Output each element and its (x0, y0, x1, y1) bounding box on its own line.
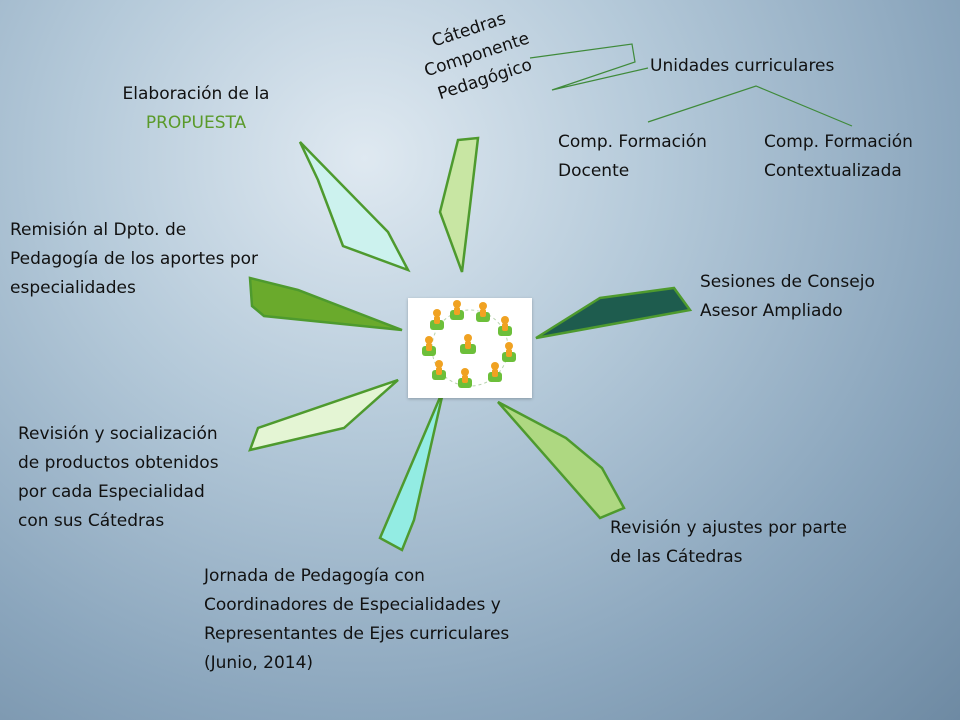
node-elaboracion-line-1: Elaboración de la (122, 84, 270, 104)
ray-elaboracion (298, 141, 411, 273)
node-revision-socializacion-line-2: de productos obtenidos (18, 453, 219, 473)
node-unidades: Unidades curriculares (650, 56, 835, 76)
node-revision-ajustes: Revisión y ajustes por parte de las Cáte… (610, 514, 847, 572)
node-jornada-line-4: (Junio, 2014) (204, 653, 314, 673)
node-remision-line-1: Remisión al Dpto. de (10, 220, 187, 240)
node-formacion-docente-line-2: Docente (558, 161, 630, 181)
node-sesiones: Sesiones de Consejo Asesor Ampliado (700, 268, 875, 326)
ray-remision (248, 276, 403, 332)
node-sesiones-line-2: Asesor Ampliado (700, 301, 843, 321)
node-formacion-contextualizada-line-1: Comp. Formación (764, 132, 913, 152)
node-remision: Remisión al Dpto. de Pedagogía de los ap… (10, 216, 258, 303)
node-revision-ajustes-line-2: de las Cátedras (610, 547, 743, 567)
node-revision-socializacion-line-4: con sus Cátedras (18, 511, 165, 531)
connector-unidades-branches (647, 85, 853, 127)
connector-catedras-unidades (529, 43, 649, 91)
ray-revision-socializacion (248, 378, 399, 452)
node-revision-socializacion-line-3: por cada Especialidad (18, 482, 205, 502)
node-jornada-line-1: Jornada de Pedagogía con (204, 566, 425, 586)
ray-sesiones (535, 286, 693, 340)
node-remision-line-3: especialidades (10, 278, 136, 298)
node-formacion-docente: Comp. Formación Docente (558, 128, 707, 186)
node-elaboracion: Elaboración de la PROPUESTA (96, 80, 296, 138)
node-jornada-line-2: Coordinadores de Especialidades y (204, 595, 501, 615)
node-remision-line-2: Pedagogía de los aportes por (10, 249, 259, 269)
node-elaboracion-line-2: PROPUESTA (145, 113, 247, 133)
node-revision-socializacion-line-1: Revisión y socialización (18, 424, 218, 444)
hub-image (408, 298, 532, 398)
node-revision-socializacion: Revisión y socialización de productos ob… (18, 420, 219, 536)
node-revision-ajustes-line-1: Revisión y ajustes por parte (610, 518, 847, 538)
ray-revision-ajustes (497, 400, 626, 520)
node-formacion-docente-line-1: Comp. Formación (558, 132, 707, 152)
node-sesiones-line-1: Sesiones de Consejo (700, 272, 875, 292)
node-jornada-line-3: Representantes de Ejes curriculares (204, 624, 510, 644)
teamwork-puzzle-icon (422, 300, 516, 388)
node-formacion-contextualizada: Comp. Formación Contextualizada (764, 128, 913, 186)
ray-catedras (438, 136, 480, 273)
ray-jornada (378, 387, 446, 552)
node-formacion-contextualizada-line-2: Contextualizada (764, 161, 902, 181)
node-jornada: Jornada de Pedagogía con Coordinadores d… (204, 562, 509, 678)
